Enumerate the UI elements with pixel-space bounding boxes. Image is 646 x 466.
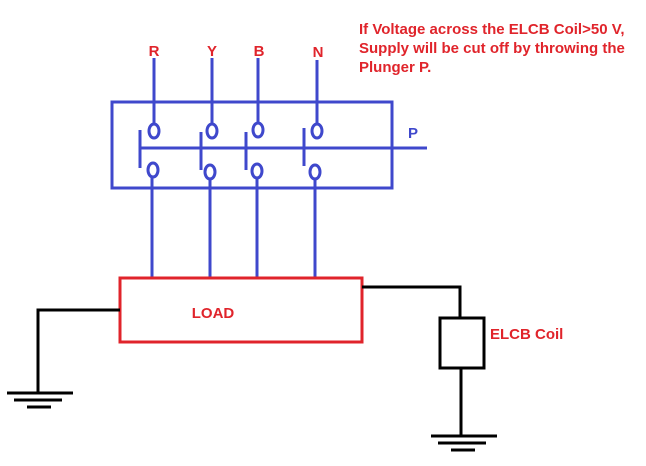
lower-contact-b: [250, 162, 264, 180]
load-label: LOAD: [192, 305, 235, 322]
note-line: Supply will be cut off by throwing the: [359, 40, 625, 57]
lower-contact-n: [308, 163, 322, 181]
upper-contact-y: [205, 122, 219, 140]
ground-icon: [431, 434, 497, 452]
phase-label-b: B: [254, 43, 265, 60]
load-box: [118, 276, 364, 344]
upper-contact-n: [310, 122, 324, 140]
upper-contact-r: [147, 122, 161, 140]
phase-label-y: Y: [207, 43, 217, 60]
ground-icon: [7, 391, 73, 409]
plunger-label: P: [408, 125, 418, 142]
load-earth-wire: [36, 308, 120, 392]
coil-label: ELCB Coil: [490, 326, 563, 343]
lower-contact-y: [203, 163, 217, 181]
upper-contact-b: [251, 121, 265, 139]
elcb-coil: [438, 316, 486, 370]
phase-label-n: N: [313, 44, 324, 61]
trip-condition-note: If Voltage across the ELCB Coil>50 V, Su…: [359, 20, 646, 77]
note-line: Plunger P.: [359, 59, 432, 76]
lower-contact-r: [146, 161, 160, 179]
earth-wiring: [36, 285, 486, 435]
coil-feed-wire: [362, 285, 462, 318]
circuit-breaker-switch: [110, 58, 427, 278]
switch-enclosure: [110, 100, 394, 190]
note-line: If Voltage across the ELCB Coil>50 V,: [359, 21, 625, 38]
phase-label-r: R: [149, 43, 160, 60]
